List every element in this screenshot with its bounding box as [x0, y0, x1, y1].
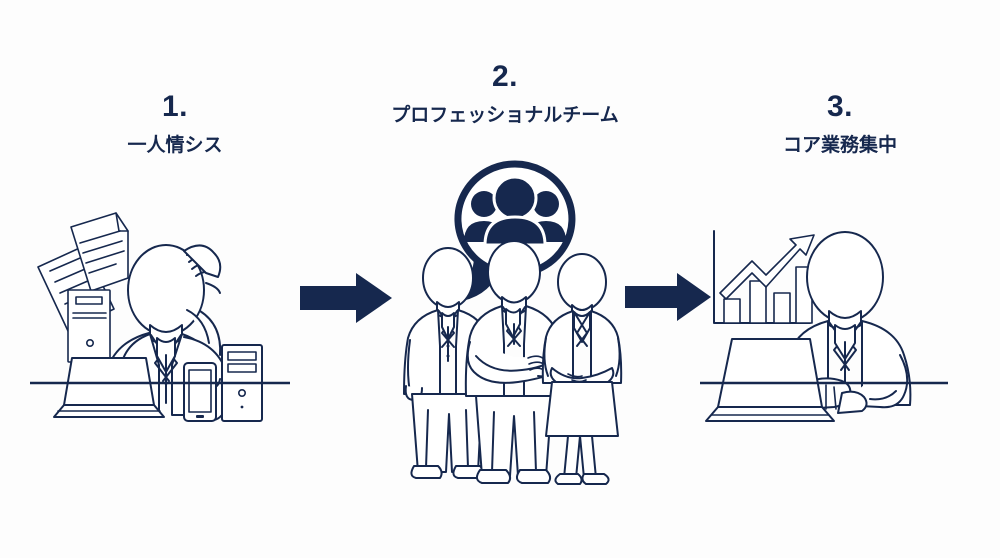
desktop-tower-icon-small [67, 289, 111, 363]
smartphone-icon [183, 362, 217, 422]
step-1-number: 1. [161, 90, 189, 123]
illustration-step-1 [24, 205, 296, 430]
illustration-step-2 [400, 160, 630, 485]
step-1-label: 1. 一人情シス [55, 92, 295, 158]
group-speech-bubble [454, 160, 576, 302]
bar-chart-growth-icon [713, 230, 815, 324]
arrow-right-icon [625, 273, 711, 321]
step-3-number: 3. [826, 90, 854, 123]
team-member-right [541, 253, 623, 485]
arrow-right-icon [300, 273, 392, 323]
arrow-step2-to-step3 [625, 272, 715, 322]
step-1-caption: 一人情シス [127, 135, 223, 156]
laptop-icon [53, 357, 165, 418]
team-member-left [403, 247, 493, 479]
laptop-icon [705, 338, 835, 422]
step-2-caption: プロフェッショナルチーム [391, 105, 619, 126]
step-3-caption: コア業務集中 [782, 135, 897, 156]
step-2-label: 2. プロフェッショナルチーム [375, 62, 635, 128]
step-3-label: 3. コア業務集中 [720, 92, 960, 158]
step-2-number: 2. [491, 60, 519, 93]
people-group-icon [464, 175, 566, 247]
illustration-step-3 [700, 215, 950, 430]
arrow-step1-to-step2 [300, 272, 396, 324]
